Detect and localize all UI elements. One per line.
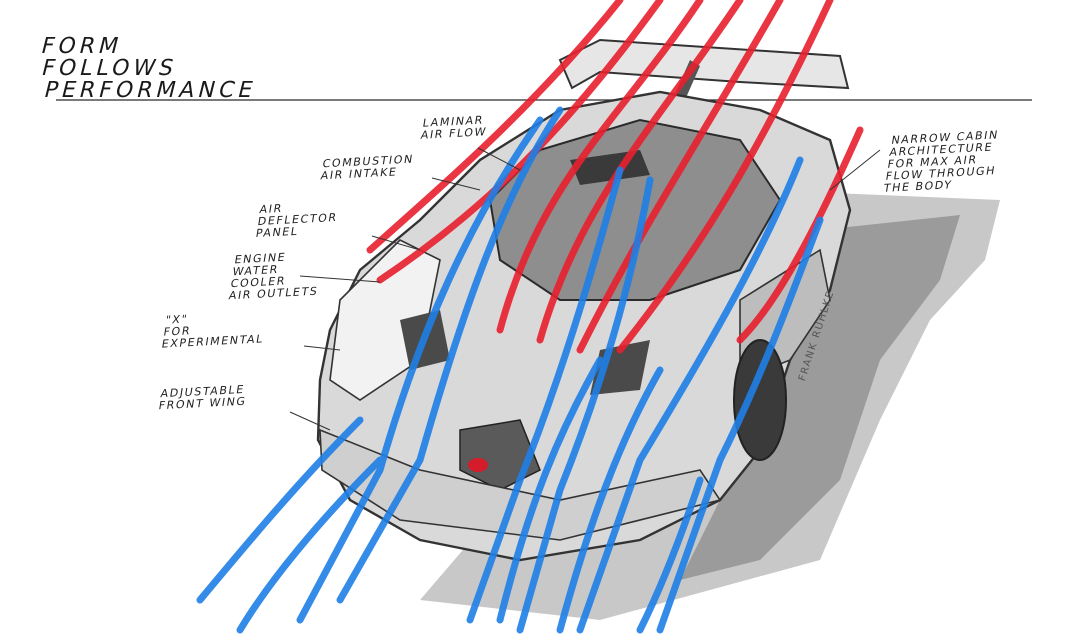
annotation-adjustable-front-wing: Adjustable Front wing [157,382,248,413]
annotation-experimental: "X" For Experimental [160,312,265,351]
annotation-narrow-cabin: Narrow cabin Architecture for max air fl… [882,128,1000,195]
red-airflow-lines [366,0,864,354]
annotation-leaders [289,147,881,431]
annotation-laminar-air-flow: Laminar Air flow [419,113,488,142]
annotation-air-deflector-panel: Air Deflector panel [254,201,339,241]
annotation-combustion-air-intake: Combustion Air intake [319,152,415,183]
blue-airflow-lines [196,106,824,634]
front-wheel [733,339,787,461]
badge [468,458,488,472]
title-line-2: Follows [39,56,180,81]
rear-wing [558,38,850,90]
ground-shadow-inner [680,215,960,580]
title-line-1: Form [38,34,125,59]
title-line-3: Performance [41,78,260,103]
annotation-engine-water-cooler: Engine Water Cooler Air outlets [227,250,320,303]
page-title: Form Follows Performance [28,34,270,103]
